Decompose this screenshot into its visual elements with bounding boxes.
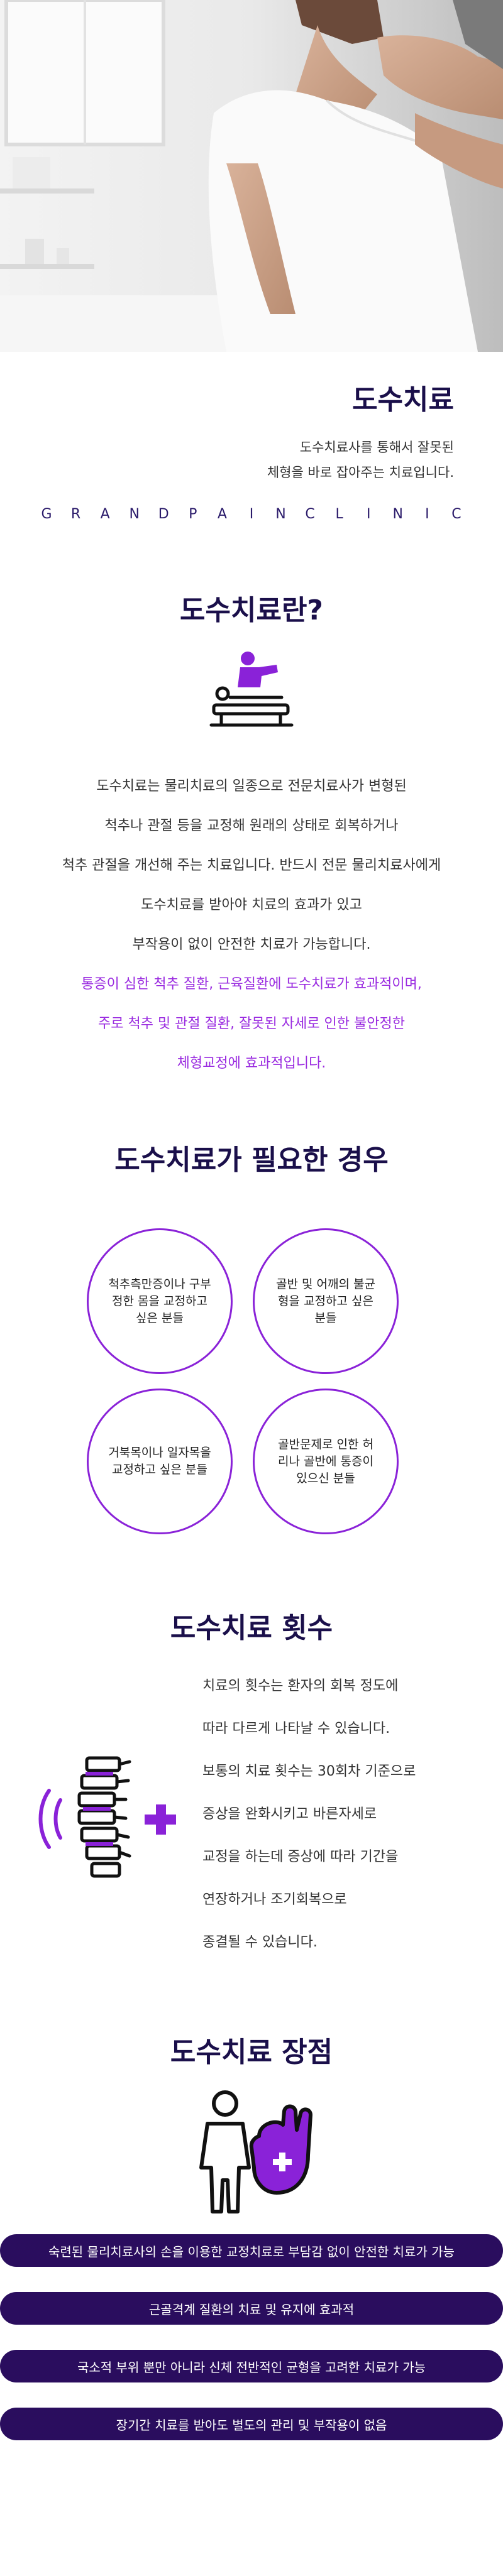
section-title-what: 도수치료란? bbox=[180, 594, 323, 626]
advantage-pill: 근골격계 질환의 치료 및 유지에 효과적 bbox=[0, 2292, 503, 2325]
brand-letter: D bbox=[158, 506, 169, 522]
description-line: 척추나 관절 등을 교정해 원래의 상태로 회복하거나 bbox=[104, 818, 399, 834]
brand-letter: G bbox=[41, 506, 52, 522]
massage-table-icon bbox=[209, 652, 294, 727]
description-line: 연장하거나 조기회복으로 bbox=[202, 1892, 347, 1907]
brand-letter: N bbox=[129, 506, 140, 522]
brand-letter: A bbox=[100, 506, 110, 522]
page-title: 도수치료 bbox=[352, 384, 454, 416]
brand-letter: C bbox=[451, 506, 462, 522]
section-title-advantages: 도수치료 장점 bbox=[170, 2036, 333, 2068]
case-circle: 골반 및 어깨의 불균형을 교정하고 싶은 분들 bbox=[253, 1228, 399, 1374]
highlight-line: 체형교정에 효과적입니다. bbox=[177, 1056, 326, 1071]
advantage-pill: 국소적 부위 뿐만 아니라 신체 전반적인 균형을 고려한 치료가 가능 bbox=[0, 2350, 503, 2382]
brand-letter: I bbox=[366, 506, 371, 522]
person-hand-icon bbox=[199, 2090, 312, 2213]
description-line: 척추 관절을 개선해 주는 치료입니다. 반드시 전문 물리치료사에게 bbox=[62, 858, 441, 873]
advantage-pill: 장기간 치료를 받아도 별도의 관리 및 부작용이 없음 bbox=[0, 2408, 503, 2440]
brand-letter: L bbox=[335, 506, 343, 522]
description-line: 치료의 횟수는 환자의 회복 정도에 bbox=[202, 1678, 399, 1694]
description-line: 보통의 치료 횟수는 30회차 기준으로 bbox=[202, 1764, 416, 1779]
hero-image bbox=[0, 0, 503, 352]
description-line: 부작용이 없이 안전한 치료가 가능합니다. bbox=[132, 937, 371, 952]
brand-letter: N bbox=[275, 506, 286, 522]
spine-plus-icon bbox=[38, 1756, 176, 1878]
highlight-line: 주로 척추 및 관절 질환, 잘못된 자세로 인한 불안정한 bbox=[98, 1016, 405, 1032]
case-circle: 거북목이나 일자목을 교정하고 싶은 분들 bbox=[87, 1389, 233, 1534]
description-line: 교정을 하는데 증상에 따라 기간을 bbox=[202, 1849, 399, 1865]
advantage-pill: 숙련된 물리치료사의 손을 이용한 교정치료로 부담감 없이 안전한 치료가 가… bbox=[0, 2234, 503, 2267]
brand-letter: C bbox=[305, 506, 315, 522]
intro-subtitle: 도수치료사를 통해서 잘못된 체형을 바로 잡아주는 치료입니다. bbox=[102, 435, 454, 485]
brand-wordmark: G R A N D P A I N C L I N I C bbox=[40, 506, 463, 522]
description-line: 따라 다르게 나타날 수 있습니다. bbox=[202, 1721, 390, 1737]
brand-letter: N bbox=[392, 506, 403, 522]
case-circle: 골반문제로 인한 허리나 골반에 통증이 있으신 분들 bbox=[253, 1389, 399, 1534]
what-description: 도수치료는 물리치료의 일종으로 전문치료사가 변형된 척추나 관절 등을 교정… bbox=[0, 767, 503, 1083]
description-line: 도수치료를 받아야 치료의 효과가 있고 bbox=[141, 897, 362, 913]
hero-photo bbox=[0, 0, 503, 352]
brand-letter: R bbox=[70, 506, 81, 522]
intro-subtitle-line: 체형을 바로 잡아주는 치료입니다. bbox=[267, 465, 454, 480]
intro-subtitle-line: 도수치료사를 통해서 잘못된 bbox=[299, 440, 454, 455]
brand-letter: P bbox=[189, 506, 197, 522]
brand-letter: I bbox=[249, 506, 254, 522]
section-title-need: 도수치료가 필요한 경우 bbox=[114, 1144, 389, 1176]
brand-letter: A bbox=[217, 506, 227, 522]
brand-letter: I bbox=[425, 506, 429, 522]
case-circle: 척추측만증이나 구부정한 몸을 교정하고 싶은 분들 bbox=[87, 1228, 233, 1374]
description-line: 종결될 수 있습니다. bbox=[202, 1935, 318, 1950]
highlight-line: 통증이 심한 척추 질환, 근육질환에 도수치료가 효과적이며, bbox=[81, 976, 422, 992]
description-line: 도수치료는 물리치료의 일종으로 전문치료사가 변형된 bbox=[96, 778, 407, 794]
description-line: 증상을 완화시키고 바른자세로 bbox=[202, 1806, 377, 1822]
section-title-count: 도수치료 횟수 bbox=[170, 1612, 333, 1644]
count-description: 치료의 횟수는 환자의 회복 정도에 따라 다르게 나타날 수 있습니다. 보통… bbox=[202, 1665, 479, 1964]
